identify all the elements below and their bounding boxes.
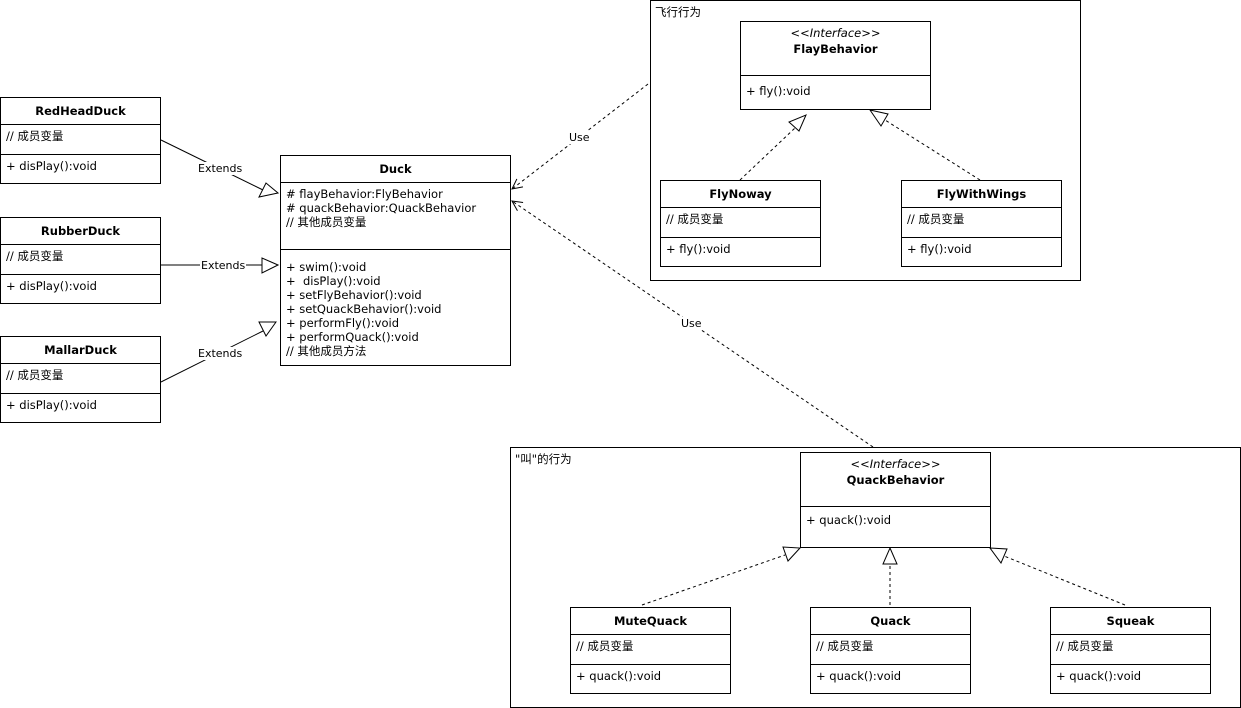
realize-triangle-squeak <box>988 547 1008 565</box>
class-method: + disPlay():void <box>286 274 381 288</box>
class-method: + quack():void <box>576 669 662 683</box>
realize-edge-mutequack <box>641 554 786 606</box>
class-attribute: // 成员变量 <box>907 212 965 226</box>
realize-triangle-flywithwings <box>868 109 889 127</box>
class-attribute: // 成员变量 <box>1056 639 1114 653</box>
class-attribute: // 成员变量 <box>6 368 64 382</box>
class-duck[interactable]: Duck # flayBehavior:FlyBehavior # quackB… <box>280 155 511 366</box>
class-name: Squeak <box>1051 608 1210 635</box>
class-method: // 其他成员方法 <box>286 344 367 358</box>
class-attribute: // 成员变量 <box>576 639 634 653</box>
extends-triangle-mallar <box>258 321 277 337</box>
class-name: RubberDuck <box>1 218 160 245</box>
class-name: FlyWithWings <box>902 181 1061 208</box>
class-method: + fly():void <box>666 242 731 256</box>
class-name: RedHeadDuck <box>1 98 160 125</box>
class-attribute: // 其他成员变量 <box>286 215 367 229</box>
realize-triangle-flynoway <box>788 114 807 132</box>
class-method: + performQuack():void <box>286 330 419 344</box>
fly-behavior-frame-label: 飞行行为 <box>650 0 707 23</box>
interface-stereotype: <<Interface>> <box>790 26 881 40</box>
interface-stereotype: <<Interface>> <box>850 457 941 471</box>
class-method: + performFly():void <box>286 316 400 330</box>
class-method: + fly():void <box>907 242 972 256</box>
class-flynoway[interactable]: FlyNoway // 成员变量 + fly():void <box>660 180 821 267</box>
class-method: + quack():void <box>1056 669 1142 683</box>
extends-label-mallar: Extends <box>197 347 244 360</box>
interface-quackbehavior[interactable]: <<Interface>> QuackBehavior + quack():vo… <box>800 452 991 548</box>
interface-name: FlayBehavior <box>793 42 878 56</box>
class-name: MallarDuck <box>1 337 160 364</box>
realize-edge-flywithwings <box>884 119 981 181</box>
fly-behavior-frame: 飞行行为 <box>650 0 1081 281</box>
realize-edge-flynoway <box>739 127 796 181</box>
class-method: + setQuackBehavior():void <box>286 302 442 316</box>
quack-behavior-frame-label: "叫"的行为 <box>510 447 578 470</box>
class-method: + swim():void <box>286 260 367 274</box>
class-name: FlyNoway <box>661 181 820 208</box>
interface-name: QuackBehavior <box>846 473 945 487</box>
class-flywithwings[interactable]: FlyWithWings // 成员变量 + fly():void <box>901 180 1062 267</box>
realize-triangle-quack <box>882 546 898 565</box>
class-attribute: # flayBehavior:FlyBehavior <box>286 187 443 201</box>
class-attribute: // 成员变量 <box>6 129 64 143</box>
use-label-fly: Use <box>568 131 591 144</box>
interface-method: + fly():void <box>746 84 811 98</box>
class-mallarduck[interactable]: MallarDuck // 成员变量 + disPlay():void <box>0 336 161 423</box>
realize-triangle-mutequack <box>782 546 802 562</box>
interface-flaybehavior[interactable]: <<Interface>> FlayBehavior + fly():void <box>740 21 931 110</box>
extends-label-rubber: Extends <box>200 259 247 272</box>
class-name: Duck <box>281 156 510 183</box>
extends-label-redhead: Extends <box>197 162 244 175</box>
class-name: Quack <box>811 608 970 635</box>
class-squeak[interactable]: Squeak // 成员变量 + quack():void <box>1050 607 1211 694</box>
class-name: MuteQuack <box>571 608 730 635</box>
interface-method: + quack():void <box>806 513 892 527</box>
class-attribute: # quackBehavior:QuackBehavior <box>286 201 477 215</box>
class-attribute: // 成员变量 <box>6 249 64 263</box>
class-quack[interactable]: Quack // 成员变量 + quack():void <box>810 607 971 694</box>
realize-edge-squeak <box>1003 555 1126 606</box>
class-method: + quack():void <box>816 669 902 683</box>
class-method: + disPlay():void <box>6 279 97 293</box>
class-mutequack[interactable]: MuteQuack // 成员变量 + quack():void <box>570 607 731 694</box>
class-method: + disPlay():void <box>6 398 97 412</box>
class-attribute: // 成员变量 <box>816 639 874 653</box>
use-label-quack: Use <box>680 317 703 330</box>
class-method: + disPlay():void <box>6 159 97 173</box>
class-rubberduck[interactable]: RubberDuck // 成员变量 + disPlay():void <box>0 217 161 304</box>
class-method: + setFlyBehavior():void <box>286 288 422 302</box>
extends-triangle-redhead <box>258 182 280 198</box>
class-attribute: // 成员变量 <box>666 212 724 226</box>
extends-triangle-rubber <box>261 257 280 274</box>
class-redheadduck[interactable]: RedHeadDuck // 成员变量 + disPlay():void <box>0 97 161 184</box>
